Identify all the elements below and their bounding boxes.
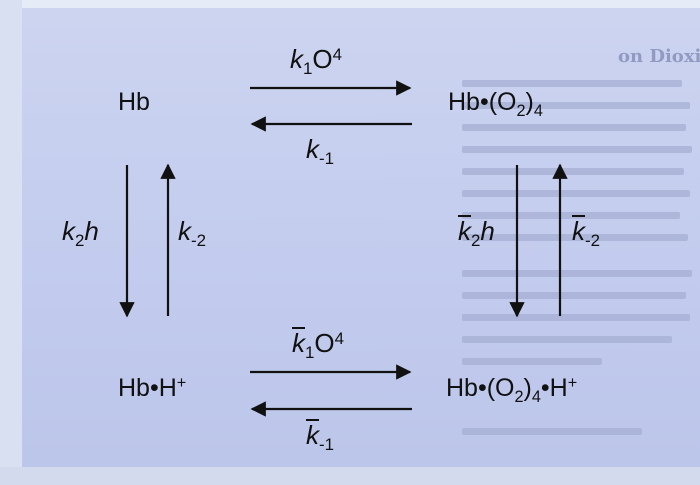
background-text-line	[462, 270, 692, 277]
rate-subscript: 1	[303, 58, 313, 78]
rate-text: h	[480, 216, 495, 246]
background-text-line	[462, 234, 688, 241]
background-text-line	[462, 292, 686, 299]
rate-text: h	[84, 216, 99, 246]
rate-km2-left: k-2	[178, 216, 206, 249]
background-heading: on Dioxide Transport	[618, 46, 700, 67]
species-text: Hb•(O	[448, 88, 517, 116]
species-hb: Hb	[118, 90, 150, 115]
rate-k2bar-right: k2h	[458, 215, 495, 249]
background-text-line	[462, 80, 682, 87]
species-hb-h: Hb•H+	[118, 373, 187, 402]
rate-subscript: 1	[305, 342, 315, 362]
rate-km2bar-right: k-2	[572, 215, 600, 249]
species-subscript: 4	[533, 101, 543, 120]
species-hb-o2-4: Hb•(O2)4	[448, 88, 543, 119]
species-superscript: +	[176, 373, 187, 392]
background-text-line	[462, 314, 690, 321]
species-hb-o2-4-h: Hb•(O2)4•H+	[446, 373, 578, 405]
background-text-line	[462, 336, 672, 343]
rate-km1bar-bottom: k-1	[306, 419, 334, 453]
species-text: )	[525, 88, 534, 116]
rate-subscript: -2	[191, 230, 207, 250]
rate-symbol: k	[290, 44, 303, 74]
rate-k1bar-bottom: k1O4	[292, 327, 345, 361]
rate-k2-left: k2h	[62, 216, 99, 249]
species-text: Hb•H	[118, 374, 177, 402]
background-text-line	[462, 358, 602, 365]
species-subscript: 2	[516, 101, 526, 120]
rate-superscript: 4	[334, 328, 345, 348]
background-text-line	[462, 212, 680, 219]
bottom-frame-strip	[0, 467, 700, 485]
rate-subscript: 2	[75, 230, 85, 250]
background-text-line	[462, 428, 642, 435]
rate-km1-top: k-1	[306, 134, 334, 167]
background-text-line	[462, 102, 690, 109]
background-text-line	[462, 146, 692, 153]
rate-symbol-bar: k	[572, 215, 585, 246]
rate-symbol: k	[306, 134, 319, 164]
species-subscript: 2	[514, 387, 524, 406]
rate-symbol-bar: k	[306, 419, 319, 450]
background-text-line	[462, 168, 684, 175]
diagram-photo: on Dioxide Transport	[22, 8, 700, 467]
species-text: )	[523, 374, 532, 402]
rate-text: O	[312, 44, 333, 74]
rate-subscript: -2	[585, 230, 601, 250]
rate-subscript: -1	[319, 434, 335, 454]
rate-symbol: k	[62, 216, 75, 246]
species-text: •H	[540, 374, 568, 402]
species-superscript: +	[567, 373, 578, 392]
rate-text: O	[314, 328, 335, 358]
species-subscript: 4	[531, 387, 541, 406]
rate-subscript: -1	[319, 148, 335, 168]
background-text-line	[462, 190, 690, 197]
rate-symbol-bar: k	[292, 327, 305, 358]
background-text-line	[462, 124, 686, 131]
rate-superscript: 4	[332, 44, 343, 64]
rate-symbol: k	[178, 216, 191, 246]
rate-subscript: 2	[471, 230, 481, 250]
rate-symbol-bar: k	[458, 215, 471, 246]
left-frame-strip	[0, 0, 22, 485]
rate-k1-top: k1O4	[290, 44, 343, 77]
species-hb-text: Hb	[118, 88, 150, 116]
species-text: Hb•(O	[446, 374, 515, 402]
